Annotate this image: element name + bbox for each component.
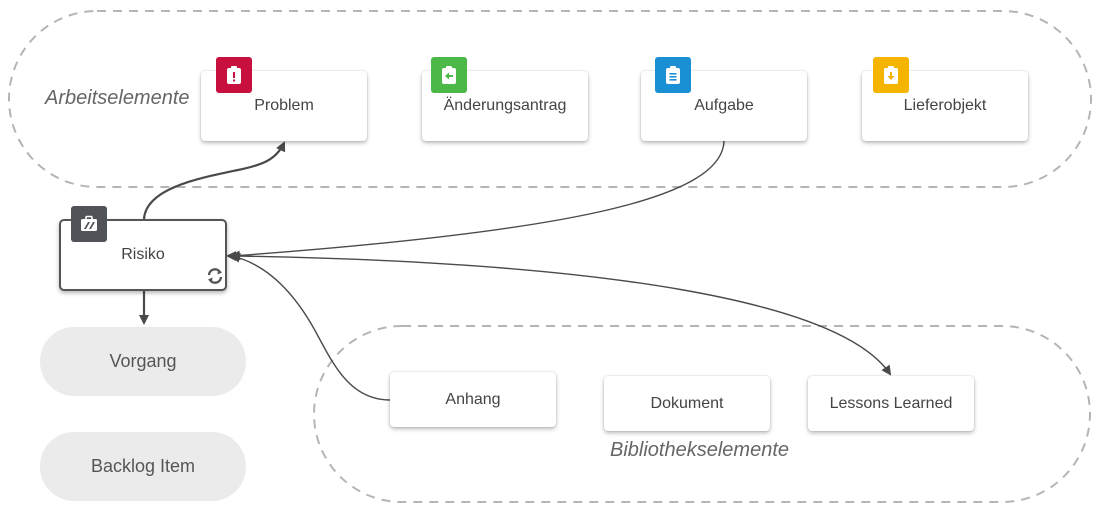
library-items-group-border	[313, 325, 1091, 503]
pill-label: Vorgang	[109, 351, 177, 371]
library-item-lessons-learned[interactable]: Lessons Learned	[808, 376, 974, 431]
work-item-label: Änderungsantrag	[443, 97, 567, 114]
connector-risk-problem	[142, 141, 286, 220]
library-item-document[interactable]: Dokument	[604, 376, 770, 431]
library-item-label: Dokument	[650, 394, 724, 412]
pill-issue[interactable]: Vorgang	[40, 327, 246, 396]
work-item-label: Problem	[254, 97, 314, 114]
work-item-label: Lieferobjekt	[903, 97, 987, 114]
pill-label: Backlog Item	[90, 456, 196, 476]
exclamation-clipboard-icon	[216, 57, 252, 93]
work-items-group-border	[8, 10, 1092, 188]
work-item-problem[interactable]: Problem	[201, 71, 367, 141]
arrow-left-clipboard-icon	[431, 57, 467, 93]
library-item-label: Lessons Learned	[829, 394, 953, 412]
library-items-group-label: Bibliothekselemente	[610, 439, 789, 461]
library-item-attachment[interactable]: Anhang	[390, 372, 556, 427]
list-clipboard-icon	[655, 57, 691, 93]
connector-risk-lessons	[226, 251, 892, 376]
work-items-group-label: Arbeitselemente	[45, 87, 190, 109]
connector-task-risk	[230, 140, 725, 261]
pill-backlog-item[interactable]: Backlog Item	[40, 432, 246, 501]
risk-icon	[71, 206, 107, 242]
refresh-icon[interactable]	[205, 266, 225, 291]
risk-label: Risiko	[121, 246, 165, 263]
connector-attachment-risk	[230, 252, 391, 401]
library-item-label: Anhang	[445, 390, 501, 408]
work-item-label: Aufgabe	[694, 97, 754, 114]
download-clipboard-icon	[873, 57, 909, 93]
